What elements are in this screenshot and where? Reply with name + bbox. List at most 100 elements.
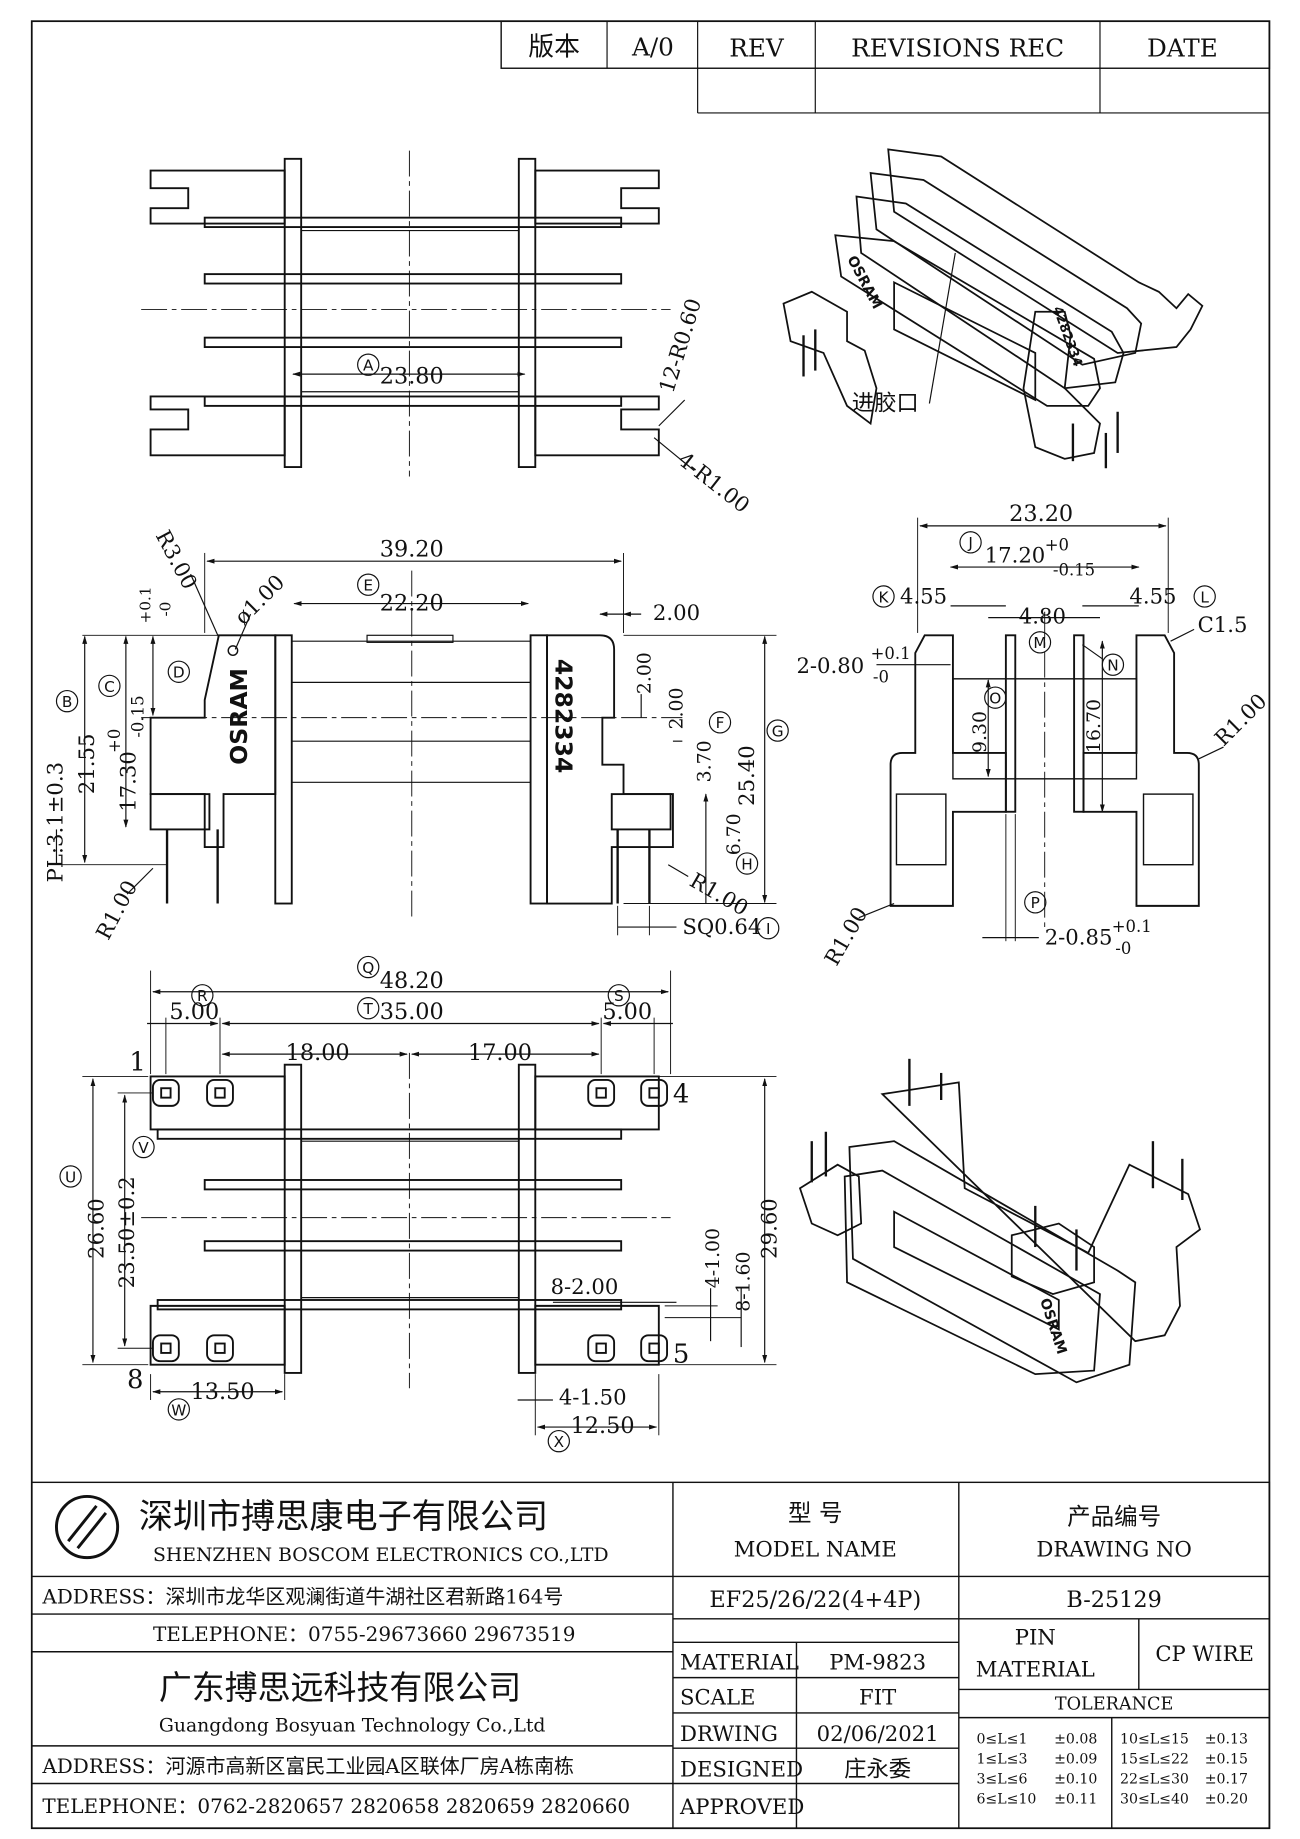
rev-header: REV: [729, 33, 785, 62]
dim-g: 25.40: [734, 745, 759, 806]
callout-j: [959, 531, 982, 554]
tolerance-value-3: ±0.11: [1054, 1792, 1097, 1808]
date-header: DATE: [1147, 33, 1218, 62]
callout-i: [757, 917, 780, 940]
callout-b-label: B: [62, 693, 72, 711]
revisions-header: REVISIONS REC: [851, 33, 1064, 62]
dim-f-upper: 2.00: [635, 652, 656, 694]
tolerance-value-1: ±0.09: [1054, 1752, 1097, 1768]
callout-o-label: O: [989, 690, 1001, 708]
dim-pl: PL:3.1±0.3: [42, 762, 67, 882]
designed-value: 庄永委: [844, 1756, 911, 1782]
dim-f-lower: 3.70: [695, 740, 716, 782]
callout-w-label: W: [171, 1401, 186, 1419]
tolerance-range-5: 15≤L≤22: [1120, 1752, 1189, 1768]
dim-m: 4.80: [1019, 604, 1066, 629]
tolerance-value-0: ±0.08: [1054, 1732, 1097, 1748]
callout-w: [167, 1398, 190, 1421]
drwing-value: 02/06/2021: [817, 1721, 939, 1746]
top-view: [141, 150, 671, 477]
callout-j-label: J: [967, 534, 973, 552]
dim-o: 9.30: [970, 711, 991, 753]
company2-en: Guangdong Bosyuan Technology Co.,Ltd: [159, 1716, 546, 1737]
dim-top-right: 2.00: [653, 600, 700, 625]
tolerance-value-5: ±0.15: [1205, 1752, 1248, 1768]
company-cn: 深圳市搏思康电子有限公司: [139, 1497, 548, 1537]
dim-flange-main: 2-0.80: [796, 653, 864, 678]
dim-j-tol-upper: +0: [1045, 536, 1069, 555]
end-view: [889, 611, 1200, 930]
dim-pitch: 4-1.50: [559, 1385, 627, 1410]
dim-j-main: 17.20: [985, 542, 1046, 567]
scale-value: FIT: [859, 1685, 896, 1710]
end-radius-left: R1.00: [819, 902, 872, 969]
pin-1: 1: [129, 1048, 145, 1078]
callout-e: [357, 573, 380, 596]
drwing-label: DRWING: [680, 1721, 778, 1746]
telephone-2: TELEPHONE：0762-2820657 2820658 2820659 2…: [42, 1794, 630, 1818]
model-value: EF25/26/22(4+4P): [709, 1587, 921, 1613]
callout-f-label: F: [716, 714, 725, 732]
pin-5: 5: [673, 1339, 689, 1369]
callout-p: [1024, 891, 1047, 914]
pin-material-label-2: MATERIAL: [976, 1656, 1095, 1681]
drawing-no-cn: 产品编号: [1067, 1503, 1161, 1531]
callout-a-label: A: [363, 357, 374, 375]
dim-f-mid: 2.00: [666, 688, 687, 730]
dim-j-tol-lower: -0.15: [1053, 560, 1095, 579]
dim-d-tol-upper: +0.1: [137, 586, 155, 623]
callout-r-label: R: [197, 987, 208, 1005]
callout-l-label: L: [1200, 588, 1209, 606]
approved-label: APPROVED: [679, 1794, 804, 1819]
dim-slot-w: 4-1.00: [703, 1228, 724, 1288]
callout-l: [1193, 585, 1216, 608]
version-value: A/0: [631, 32, 674, 61]
version-label: 版本: [528, 32, 580, 62]
callout-t-label: T: [363, 1000, 374, 1018]
dim-e: 22.20: [380, 591, 444, 617]
dim-c-tol-lower: -0.15: [129, 695, 148, 737]
address-1: ADDRESS：深圳市龙华区观澜街道牛湖社区君新路164号: [41, 1585, 563, 1609]
radius-right: R1.00: [686, 867, 753, 920]
hole-diameter: ø1.00: [229, 569, 289, 629]
tolerance-range-7: 30≤L≤40: [1120, 1792, 1189, 1808]
tolerance-label: TOLERANCE: [1055, 1694, 1174, 1714]
callout-k-label: K: [879, 588, 890, 606]
side-marking-osram: OSRAM: [225, 668, 253, 765]
callout-c: [98, 674, 121, 698]
callout-f: [708, 711, 732, 734]
company-en: SHENZHEN BOSCOM ELECTRONICS CO.,LTD: [153, 1545, 609, 1566]
callout-h: [735, 852, 759, 875]
dim-sq: SQ0.64: [682, 914, 761, 939]
pin-material-value: CP WIRE: [1155, 1641, 1254, 1666]
callout-h-label: H: [741, 855, 753, 873]
dim-29: 29.60: [756, 1198, 781, 1259]
dim-w: 13.50: [191, 1379, 255, 1405]
callout-c-label: C: [104, 678, 115, 696]
callout-q: [357, 955, 380, 979]
callout-b: [55, 689, 79, 713]
iso-bottom-marking-osram: OSRAM: [1036, 1296, 1069, 1356]
iso-view-top: [782, 148, 1204, 469]
dim-18: 18.00: [286, 1040, 350, 1066]
bottom-view: [141, 1052, 671, 1389]
dim-c-main: 17.30: [115, 751, 140, 812]
dim-flange-tol-lower: -0: [873, 667, 889, 686]
dim-h: 6.70: [724, 813, 745, 855]
dim-overall-length: 39.20: [380, 536, 444, 562]
callout-q-label: Q: [362, 959, 374, 977]
material-value: PM-9823: [829, 1649, 926, 1674]
revision-block: 版本 A/0 REV REVISIONS REC DATE: [500, 20, 1271, 114]
tolerance-value-7: ±0.20: [1205, 1792, 1248, 1808]
pin-material-label-1: PIN: [1015, 1625, 1056, 1650]
callout-u-label: U: [65, 1168, 76, 1186]
telephone-1: TELEPHONE：0755-29673660 29673519: [153, 1622, 575, 1646]
callout-n-label: N: [1107, 657, 1118, 675]
tolerance-range-6: 22≤L≤30: [1120, 1772, 1189, 1788]
callout-i-label: I: [766, 920, 771, 938]
tolerance-range-1: 1≤L≤3: [976, 1752, 1027, 1768]
dim-n: 16.70: [1084, 699, 1105, 753]
dim-b: 21.55: [74, 734, 99, 795]
callout-u: [59, 1165, 82, 1188]
